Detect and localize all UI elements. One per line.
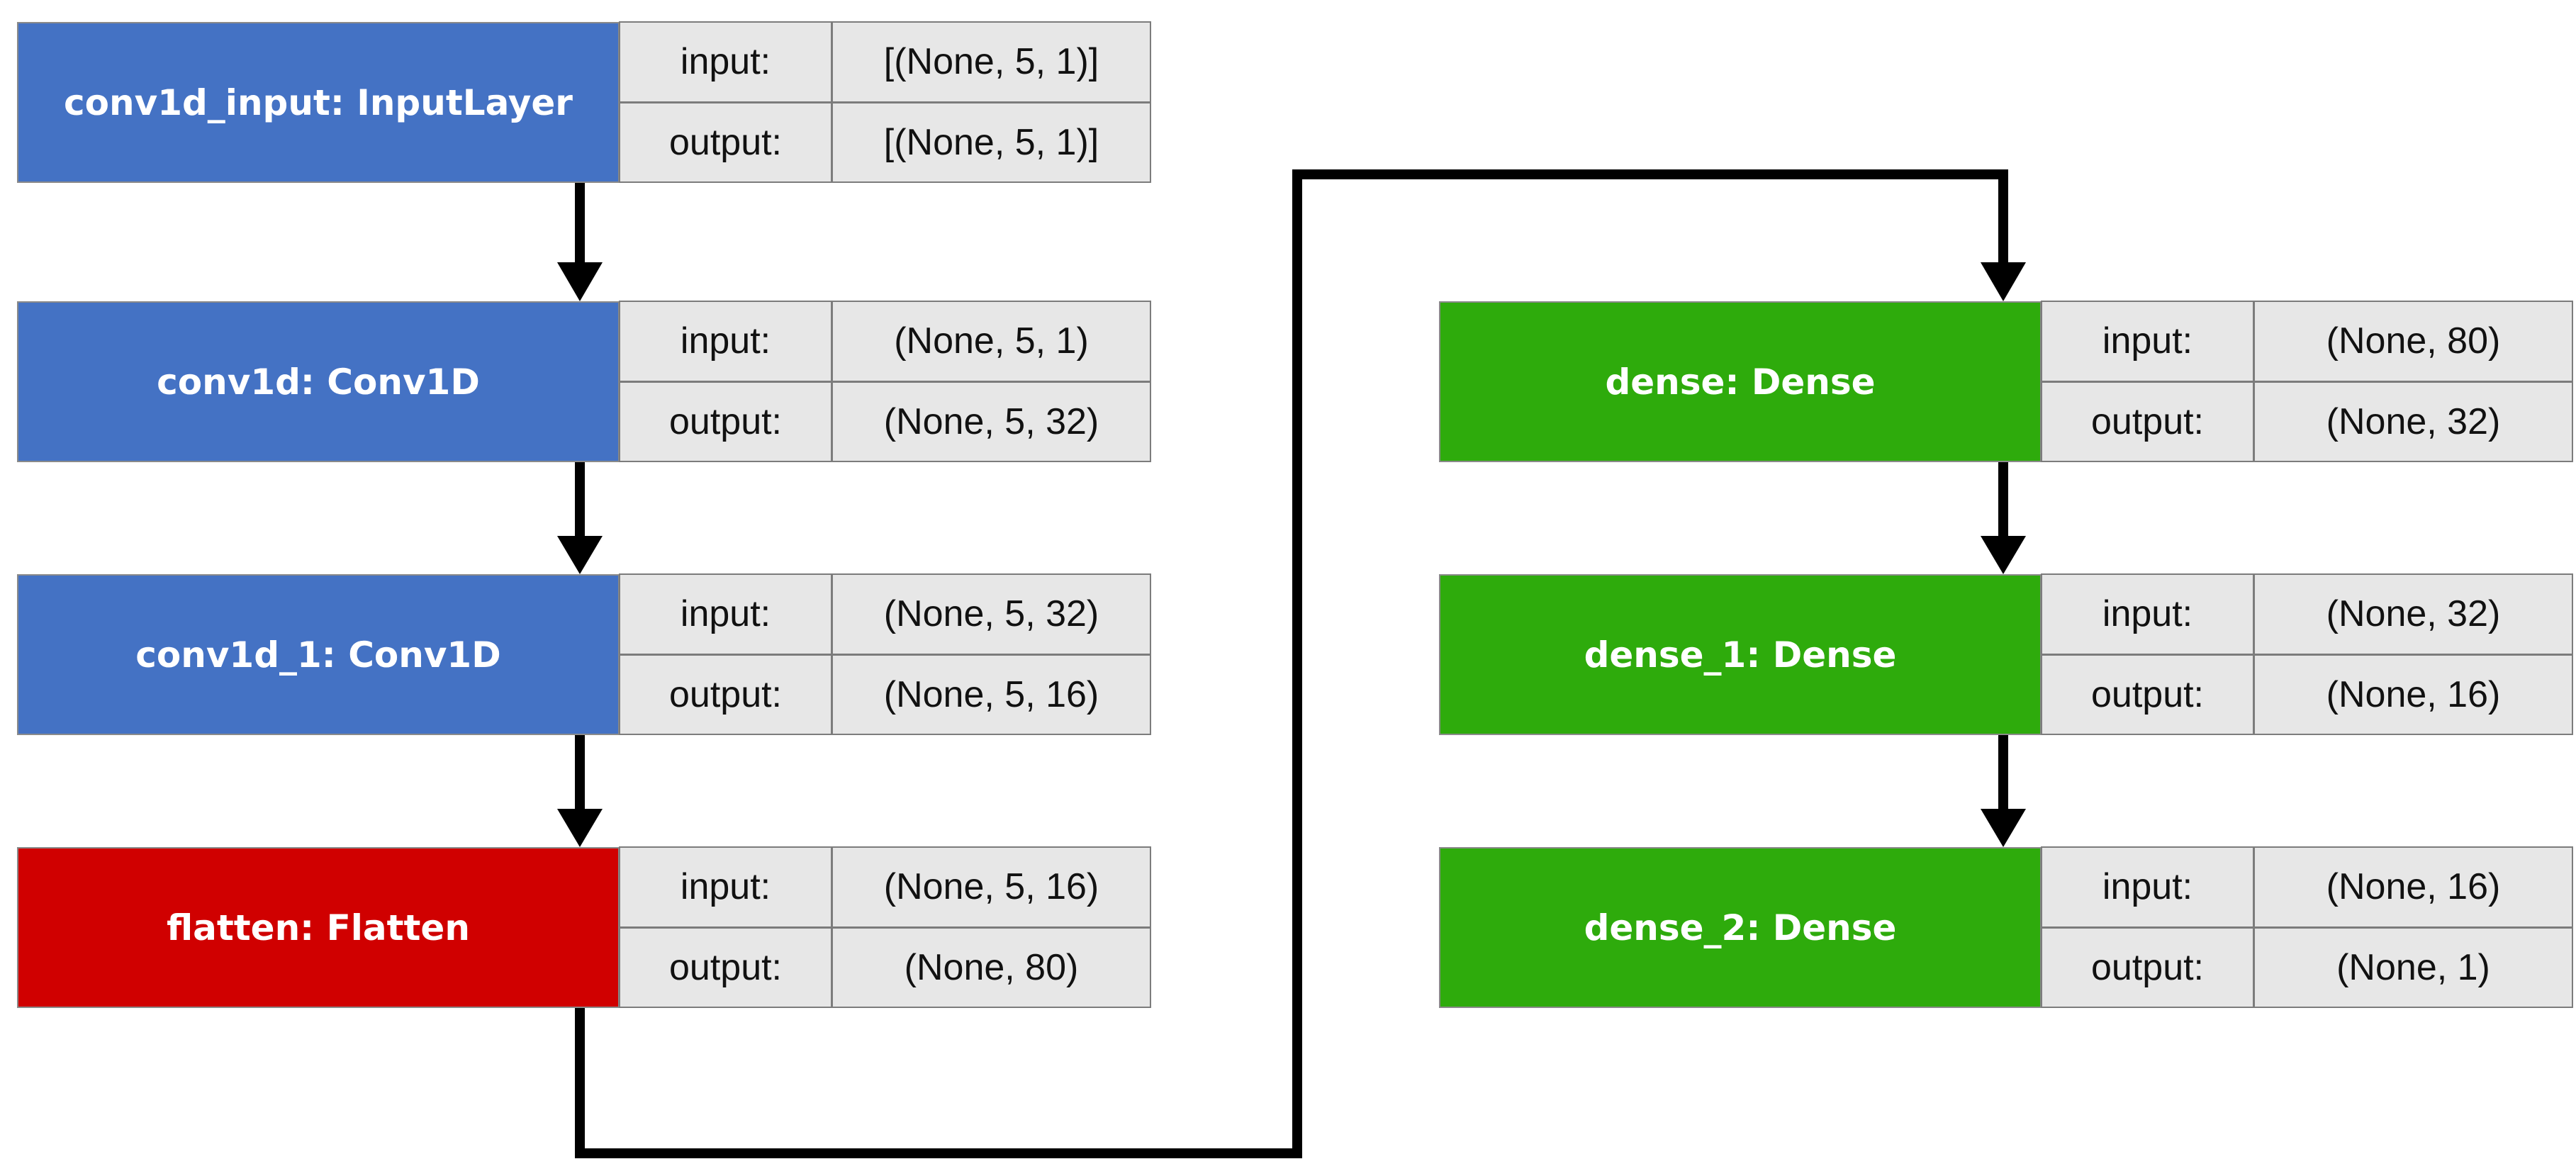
input-shape: (None, 16): [2253, 846, 2573, 928]
arrow-conv1d-input-to-conv1d: [557, 183, 603, 301]
output-label: output:: [2041, 381, 2254, 462]
output-shape: (None, 1): [2253, 926, 2573, 1008]
arrow-dense-1-to-dense-2: [1981, 735, 2026, 847]
input-shape: [(None, 5, 1)]: [831, 21, 1151, 103]
shape-table: input: (None, 80) output: (None, 32): [2041, 301, 2573, 462]
layer-name: conv1d: Conv1D: [17, 301, 620, 462]
layer-name: flatten: Flatten: [17, 847, 620, 1008]
output-shape: (None, 5, 16): [831, 654, 1151, 735]
output-shape: (None, 5, 32): [831, 381, 1151, 462]
input-shape: (None, 80): [2253, 301, 2573, 382]
layer-conv1d-1: conv1d_1: Conv1D input: (None, 5, 32) ou…: [17, 573, 1151, 735]
output-label: output:: [619, 381, 832, 462]
arrow-conv1d-to-conv1d-1: [557, 462, 603, 574]
input-label: input:: [2041, 846, 2254, 928]
output-shape: [(None, 5, 1)]: [831, 101, 1151, 183]
layer-name: dense_2: Dense: [1439, 847, 2042, 1008]
shape-table: input: (None, 5, 1) output: (None, 5, 32…: [619, 301, 1151, 462]
output-label: output:: [619, 654, 832, 735]
output-shape: (None, 80): [831, 926, 1151, 1008]
layer-flatten: flatten: Flatten input: (None, 5, 16) ou…: [17, 846, 1151, 1008]
shape-table: input: (None, 5, 16) output: (None, 80): [619, 846, 1151, 1008]
input-shape: (None, 32): [2253, 573, 2573, 655]
input-label: input:: [619, 573, 832, 655]
input-label: input:: [2041, 573, 2254, 655]
layer-name: conv1d_input: InputLayer: [17, 22, 620, 183]
shape-table: input: (None, 16) output: (None, 1): [2041, 846, 2573, 1008]
layer-dense-2: dense_2: Dense input: (None, 16) output:…: [1439, 846, 2573, 1008]
layer-name: conv1d_1: Conv1D: [17, 574, 620, 735]
shape-table: input: [(None, 5, 1)] output: [(None, 5,…: [619, 21, 1151, 183]
output-label: output:: [619, 101, 832, 183]
output-shape: (None, 32): [2253, 381, 2573, 462]
layer-conv1d: conv1d: Conv1D input: (None, 5, 1) outpu…: [17, 301, 1151, 462]
output-label: output:: [619, 926, 832, 1008]
input-label: input:: [619, 21, 832, 103]
layer-conv1d-input: conv1d_input: InputLayer input: [(None, …: [17, 21, 1151, 183]
arrow-dense-to-dense-1: [1981, 462, 2026, 574]
shape-table: input: (None, 32) output: (None, 16): [2041, 573, 2573, 735]
input-label: input:: [619, 301, 832, 382]
layer-dense-1: dense_1: Dense input: (None, 32) output:…: [1439, 573, 2573, 735]
layer-name: dense_1: Dense: [1439, 574, 2042, 735]
input-shape: (None, 5, 1): [831, 301, 1151, 382]
output-shape: (None, 16): [2253, 654, 2573, 735]
arrow-conv1d-1-to-flatten: [557, 735, 603, 847]
input-label: input:: [2041, 301, 2254, 382]
layer-name: dense: Dense: [1439, 301, 2042, 462]
input-shape: (None, 5, 32): [831, 573, 1151, 655]
input-label: input:: [619, 846, 832, 928]
input-shape: (None, 5, 16): [831, 846, 1151, 928]
output-label: output:: [2041, 654, 2254, 735]
shape-table: input: (None, 5, 32) output: (None, 5, 1…: [619, 573, 1151, 735]
output-label: output:: [2041, 926, 2254, 1008]
layer-dense: dense: Dense input: (None, 80) output: (…: [1439, 301, 2573, 462]
